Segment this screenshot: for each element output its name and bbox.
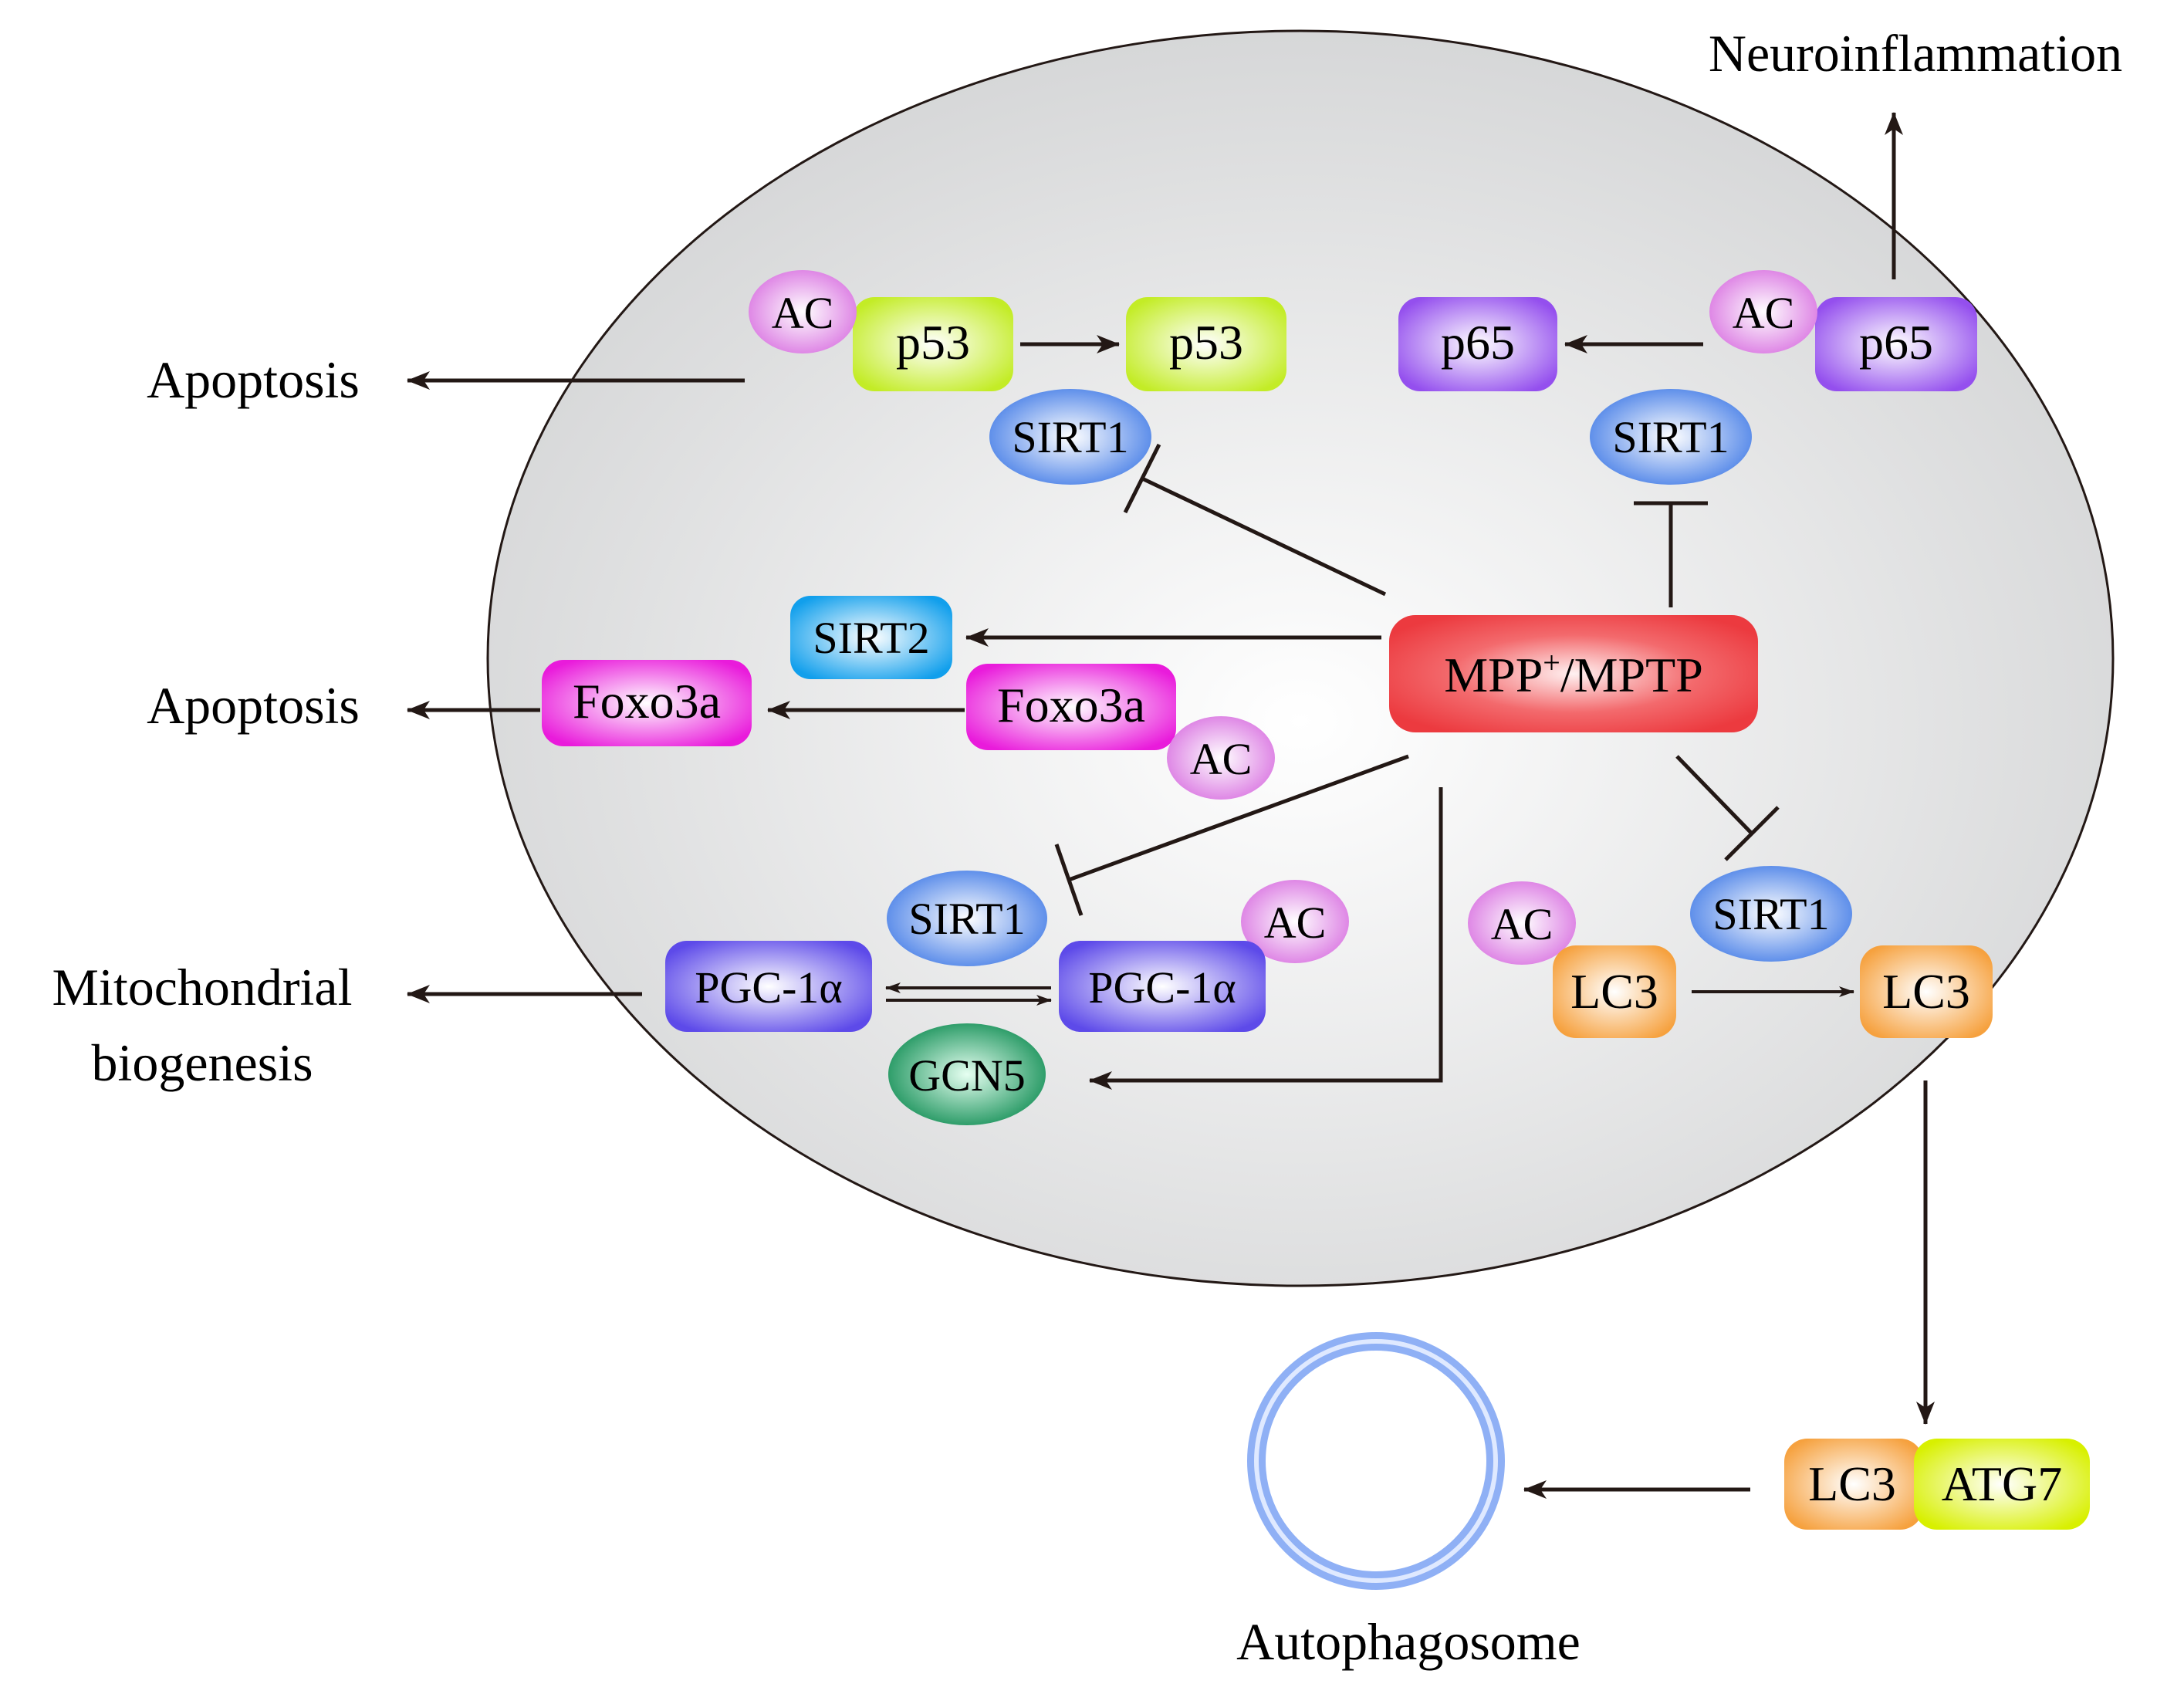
inhibit-mpp-sirt1-pgc: [1068, 754, 1409, 882]
ac-lc3-label: AC: [1491, 899, 1553, 949]
node-gcn5: GCN5: [888, 1023, 1046, 1125]
node-p65-deacetylated: p65: [1398, 297, 1557, 391]
node-sirt1-pgc: SIRT1: [887, 871, 1047, 966]
node-atg7: ATG7: [1914, 1439, 2090, 1530]
node-pgc1a-left: PGC-1α: [665, 941, 872, 1032]
mpp-rest: /MPTP: [1560, 648, 1703, 702]
p65-acetylated-label: p65: [1859, 315, 1933, 370]
pgc1a-left-label: PGC-1α: [695, 962, 843, 1013]
edges: [407, 112, 1935, 1499]
cell-body: [486, 29, 2115, 1287]
label-mitochondrial: Mitochondrial: [52, 958, 352, 1016]
node-sirt1-p53: SIRT1: [989, 389, 1151, 485]
mpp-superscript: +: [1543, 645, 1560, 680]
label-apoptosis-top: Apoptosis: [147, 350, 360, 409]
node-foxo3a-deacetylated: Foxo3a: [542, 660, 752, 746]
sirt1-p53-label: SIRT1: [1012, 412, 1128, 462]
lc3-acetylated-label: LC3: [1570, 964, 1658, 1019]
node-sirt2: SIRT2: [790, 596, 952, 679]
label-biogenesis: biogenesis: [91, 1033, 313, 1092]
node-lc3-deacetylated: LC3: [1860, 945, 1993, 1038]
lc3-complex-label: LC3: [1808, 1456, 1896, 1511]
sirt1-lc3-label: SIRT1: [1712, 889, 1829, 939]
node-p65-acetylated: p65: [1815, 297, 1977, 391]
p65-deacetylated-label: p65: [1441, 315, 1515, 370]
node-ac-p65: AC: [1709, 270, 1817, 353]
inhibit-bar-sirt1-top-left: [1123, 443, 1161, 514]
ac-p53-label: AC: [772, 288, 834, 338]
autophagosome-inner-ring: [1254, 1339, 1498, 1583]
pgc1a-right-label: PGC-1α: [1088, 962, 1236, 1013]
sirt1-p65-label: SIRT1: [1612, 412, 1729, 462]
inhibit-bar-sirt1-pgc: [1054, 844, 1084, 916]
label-autophagosome: Autophagosome: [1236, 1612, 1581, 1671]
foxo3a-deacetylated-label: Foxo3a: [573, 674, 721, 729]
node-pgc1a-right: PGC-1α: [1059, 941, 1266, 1032]
node-p53-acetylated: p53: [853, 297, 1013, 391]
node-sirt1-lc3: SIRT1: [1690, 866, 1852, 962]
p53-acetylated-label: p53: [896, 315, 970, 370]
sirt2-label: SIRT2: [813, 613, 929, 663]
inhibit-mpp-sirt1-top-left: [1141, 476, 1387, 597]
node-ac-foxo3a: AC: [1167, 716, 1275, 800]
node-ac-pgc: AC: [1241, 880, 1349, 963]
edge-mpp-to-gcn5: [1089, 787, 1443, 1090]
node-sirt1-p65: SIRT1: [1590, 389, 1752, 485]
label-apoptosis-mid: Apoptosis: [147, 676, 360, 735]
node-p53-deacetylated: p53: [1126, 297, 1286, 391]
gcn5-label: GCN5: [908, 1050, 1025, 1101]
node-lc3-acetylated: LC3: [1553, 945, 1676, 1038]
node-ac-p53: AC: [749, 270, 857, 353]
label-neuroinflammation: Neuroinflammation: [1709, 24, 2122, 83]
node-foxo3a-acetylated: Foxo3a: [966, 664, 1176, 750]
inhibit-bar-sirt1-lc3: [1724, 806, 1780, 861]
mpp-text: MPP: [1444, 648, 1543, 702]
sirt1-pgc-label: SIRT1: [908, 894, 1025, 944]
ac-p65-label: AC: [1733, 288, 1795, 338]
ac-pgc-label: AC: [1264, 898, 1327, 948]
p53-deacetylated-label: p53: [1169, 315, 1243, 370]
node-ac-lc3: AC: [1468, 881, 1576, 965]
ac-foxo3a-label: AC: [1190, 734, 1253, 784]
foxo3a-acetylated-label: Foxo3a: [997, 678, 1145, 732]
atg7-label: ATG7: [1942, 1456, 2062, 1511]
node-mpp-mptp: MPP+/MPTP: [1389, 615, 1758, 732]
lc3-deacetylated-label: LC3: [1882, 964, 1970, 1019]
node-lc3-complex: LC3: [1784, 1439, 1923, 1530]
inhibit-mpp-sirt1-lc3: [1675, 755, 1753, 835]
svg-text:MPP+/MPTP: MPP+/MPTP: [1444, 645, 1703, 702]
